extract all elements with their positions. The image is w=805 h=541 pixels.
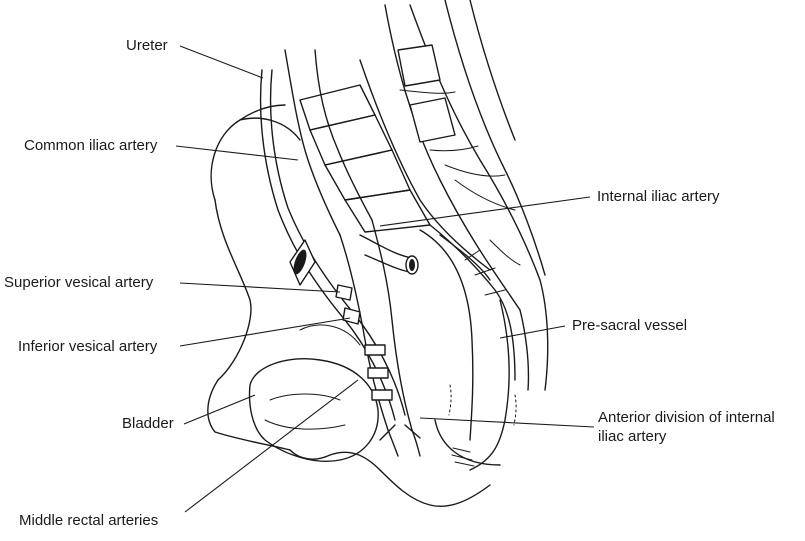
leader-internal-iliac	[380, 197, 590, 226]
leader-common-iliac	[176, 146, 298, 160]
leader-ureter	[180, 46, 263, 78]
label-superior-vesical-artery: Superior vesical artery	[4, 274, 153, 292]
label-internal-iliac-artery: Internal iliac artery	[597, 188, 720, 206]
label-inferior-vesical-artery: Inferior vesical artery	[18, 338, 157, 356]
leader-lines	[176, 46, 594, 512]
label-anterior-division-line2: iliac artery	[598, 428, 666, 446]
leader-pre-sacral	[500, 326, 565, 338]
leader-inferior-vesical	[180, 318, 350, 346]
bladder-drawing	[250, 325, 379, 461]
spine-drawing	[385, 0, 548, 390]
label-ureter: Ureter	[126, 37, 168, 55]
leader-superior-vesical	[180, 283, 340, 292]
leader-anterior-division	[420, 418, 594, 427]
rectum-drawing	[420, 230, 516, 470]
label-anterior-division-line1: Anterior division of internal	[598, 409, 775, 427]
label-common-iliac-artery: Common iliac artery	[24, 137, 157, 155]
label-pre-sacral-vessel: Pre-sacral vessel	[572, 317, 687, 335]
leader-bladder	[184, 395, 255, 424]
label-middle-rectal-arteries: Middle rectal arteries	[19, 512, 158, 530]
label-bladder: Bladder	[122, 415, 174, 433]
